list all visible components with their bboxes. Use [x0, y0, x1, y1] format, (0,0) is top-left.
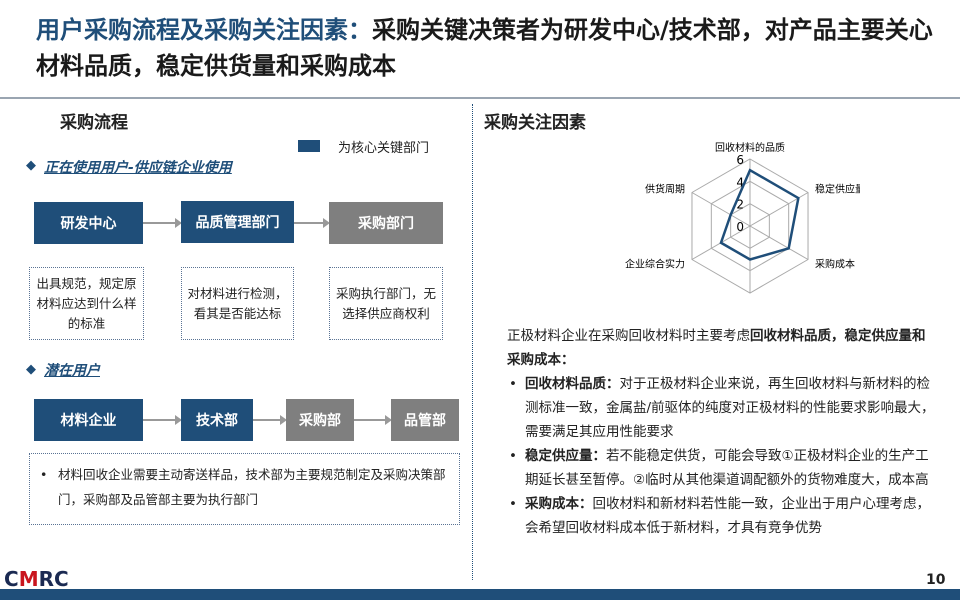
- bullet-text: 回收材料和新材料若性能一致，企业出于用户心理考虑，会希望回收材料成本低于新材料，…: [525, 496, 930, 536]
- radar-chart: 回收材料的品质稳定供应量采购成本成功应用案例 企业综合实力 供货周期 0 2 4 6: [625, 141, 860, 300]
- step-material-company: 材料企业: [34, 399, 143, 441]
- radar-point: [749, 258, 751, 261]
- legend-swatch: [298, 140, 320, 152]
- factors-heading: 采购关注因素: [484, 113, 586, 133]
- intro-bold: 回收材料品质，稳定供应量和采购成本：: [507, 328, 926, 368]
- radar-point: [719, 241, 722, 244]
- legend-label: 为核心关键部门: [338, 141, 430, 156]
- factors-text: 正极材料企业在采购回收材料时主要考虑回收材料品质，稳定供应量和采购成本： 回收材…: [507, 324, 937, 540]
- radar-point: [787, 247, 790, 250]
- step-purchasing-dept: 采购部门: [329, 202, 443, 244]
- step-purchasing: 采购部: [286, 399, 354, 441]
- procurement-process-heading: 采购流程: [60, 113, 128, 133]
- arrow-icon: [294, 218, 330, 228]
- step-tech-dept: 技术部: [181, 399, 253, 441]
- bullet-cost: 采购成本：回收材料和新材料若性能一致，企业出于用户心理考虑，会希望回收材料成本低…: [507, 492, 937, 540]
- section-potential-users: 潜在用户: [44, 363, 100, 379]
- radar-tick-label: 0: [736, 220, 744, 234]
- arrow-icon: [354, 415, 392, 425]
- page-title: 用户采购流程及采购关注因素：采购关键决策者为研发中心/技术部，对产品主要关心材料…: [36, 12, 946, 84]
- radar-series-line: [719, 168, 800, 261]
- section-current-users: 正在使用用户-供应链企业使用: [44, 160, 232, 176]
- radar-point: [729, 213, 732, 216]
- step-rd-center: 研发中心: [34, 202, 143, 244]
- title-sub: 采购关键决策者为研发中心/技术部，对产品主要关心材料品质，稳定供货量和采购成本: [36, 16, 933, 80]
- note-quality-dept: 对材料进行检测，看其是否能达标: [181, 267, 294, 340]
- bullet-supply: 稳定供应量：若不能稳定供货，可能会导致①正极材料企业的生产工期延长甚至暂停。②临…: [507, 444, 937, 492]
- page-number: 10: [926, 572, 946, 588]
- title-main: 用户采购流程及采购关注因素：: [36, 16, 372, 44]
- bullet-text: 若不能稳定供货，可能会导致①正极材料企业的生产工期延长甚至暂停。②临时从其他渠道…: [525, 448, 929, 488]
- intro-paragraph: 正极材料企业在采购回收材料时主要考虑回收材料品质，稳定供应量和采购成本：: [507, 324, 937, 372]
- radar-category-label: 稳定供应量: [815, 182, 860, 195]
- note-rd-center: 出具规范，规定原材料应达到什么样的标准: [29, 267, 144, 340]
- diamond-icon: ◆: [26, 362, 36, 377]
- arrow-icon: [143, 218, 182, 228]
- step-quality: 品管部: [391, 399, 459, 441]
- note-text: 材料回收企业需要主动寄送样品，技术部为主要规范制定及采购决策部门，采购部及品管部…: [58, 467, 446, 507]
- radar-category-label: 成功应用案例: [720, 299, 780, 300]
- radar-category-label: 回收材料的品质: [715, 141, 785, 154]
- radar-category-label: 供货周期: [645, 182, 685, 195]
- radar-axis: [749, 225, 809, 260]
- arrow-icon: [143, 415, 182, 425]
- diamond-icon: ◆: [26, 158, 36, 173]
- footer-logo: CMRC: [4, 567, 69, 591]
- bullet-title: 采购成本：: [525, 496, 593, 512]
- potential-users-note: • 材料回收企业需要主动寄送样品，技术部为主要规范制定及采购决策部门，采购部及品管…: [29, 453, 460, 525]
- radar-tick-label: 6: [736, 153, 744, 167]
- column-divider: [472, 104, 473, 580]
- step-quality-dept: 品质管理部门: [181, 201, 294, 243]
- radar-point: [749, 169, 751, 172]
- note-purchasing-dept: 采购执行部门，无选择供应商权利: [329, 267, 443, 340]
- radar-category-label: 采购成本: [815, 258, 855, 271]
- radar-axis: [691, 192, 751, 227]
- arrow-icon: [253, 415, 287, 425]
- radar-tick-label: 4: [736, 175, 744, 189]
- radar-point: [797, 197, 800, 200]
- bullet-title: 稳定供应量：: [525, 448, 606, 464]
- radar-category-label: 企业综合实力: [625, 258, 685, 271]
- title-divider: [0, 97, 960, 99]
- bullet-title: 回收材料品质：: [525, 376, 620, 392]
- radar-tick-label: 2: [736, 198, 744, 212]
- bullet-dot: •: [40, 467, 48, 482]
- intro-plain: 正极材料企业在采购回收材料时主要考虑: [507, 328, 750, 344]
- bullet-text: 对于正极材料企业来说，再生回收材料与新材料的检测标准一致，金属盐/前驱体的纯度对…: [525, 376, 935, 440]
- footer-bar: [0, 589, 960, 600]
- bullet-quality: 回收材料品质：对于正极材料企业来说，再生回收材料与新材料的检测标准一致，金属盐/…: [507, 372, 937, 444]
